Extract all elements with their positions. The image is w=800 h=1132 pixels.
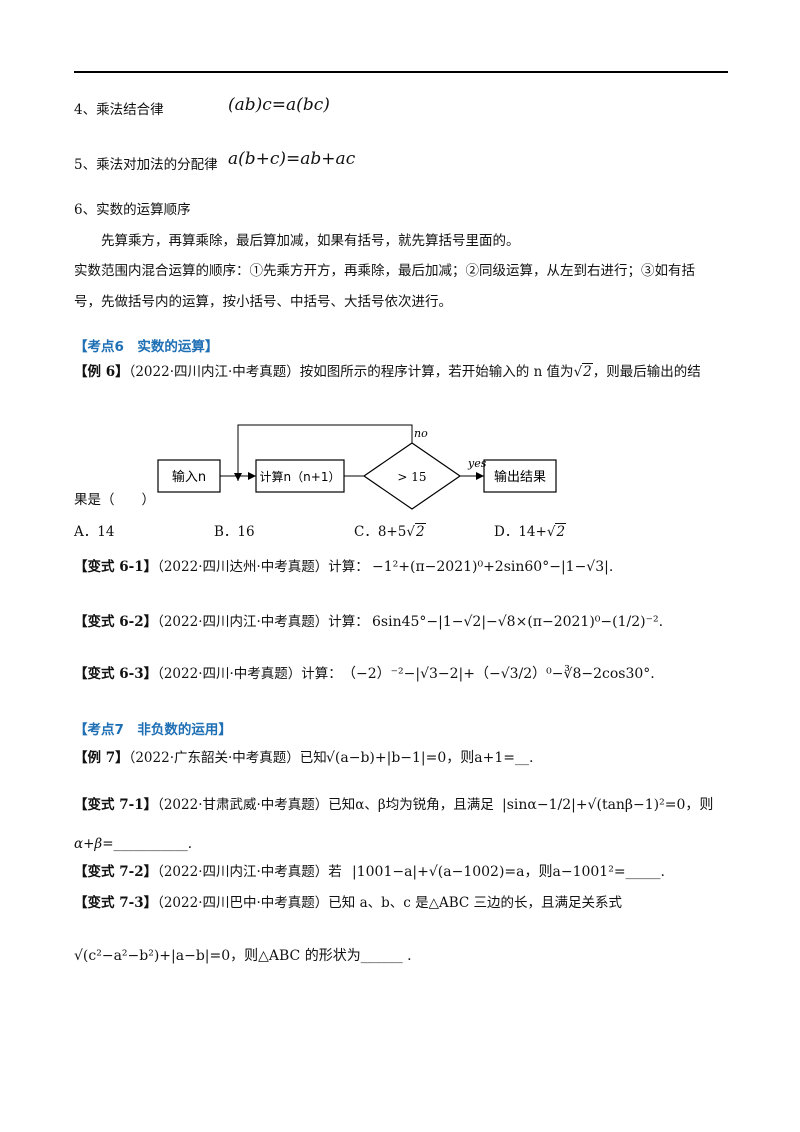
law-5-formula: a(b+c)=ab+ac (228, 149, 356, 169)
variant-7-2-source: （2022·四川内江·中考真题）若 (157, 864, 342, 880)
example-7-tag: 【例 7】 (74, 750, 129, 766)
example-6-tag: 【例 6】 (74, 364, 129, 380)
variant-6-2-tag: 【变式 6-2】 (74, 614, 158, 630)
order-line2: 实数范围内混合运算的顺序：①先乘方开方，再乘除，最后加减；②同级运算，从左到右进… (74, 263, 695, 279)
option-c: C．8+5√2 (354, 523, 426, 540)
variant-6-3: 【变式 6-3】（2022·四川·中考真题）计算： (74, 664, 342, 684)
flowchart-calc-label: 计算n（n+1） (260, 469, 341, 484)
variant-6-1-source: （2022·四川达州·中考真题）计算： (157, 559, 369, 575)
flowchart-condition-diamond: > 15 (362, 442, 462, 510)
example-6-sqrt: 2 (582, 363, 593, 380)
flowchart-input-box: 输入n (157, 459, 221, 493)
option-d: D．14+√2 (494, 523, 567, 540)
variant-7-3-source: （2022·四川巴中·中考真题）已知 a、b、c 是△ABC 三边的长，且满足关… (157, 895, 623, 911)
variant-7-2: 【变式 7-2】（2022·四川内江·中考真题）若 (74, 862, 342, 882)
option-a: A．14 (74, 524, 115, 540)
variant-7-2-expression: |1001−a|+√(a−1002)=a，则a−1001²=_____. (352, 864, 665, 880)
flowchart-yes-label: yes (467, 457, 487, 470)
flowchart-output-label: 输出结果 (494, 469, 546, 485)
example-7-expression: √(a−b)+|b−1|=0，则a+1=__. (326, 750, 534, 766)
variant-7-1: 【变式 7-1】（2022·甘肃武威·中考真题）已知α、β均为锐角，且满足 (74, 795, 494, 815)
variant-7-3-expression: √(c²−a²−b²)+|a−b|=0，则△ABC 的形状为______ . (74, 948, 412, 964)
order-title: 6、实数的运算顺序 (74, 202, 191, 218)
example-6-tail: ，则最后输出的结 (592, 364, 701, 380)
law-5-label: 5、乘法对加法的分配律 (74, 157, 218, 173)
flowchart-no-label: no (414, 427, 428, 440)
example-7: 【例 7】（2022·广东韶关·中考真题）已知 (74, 748, 327, 768)
example-6: 【例 6】（2022·四川内江·中考真题）按如图所示的程序计算，若开始输入的 n… (74, 363, 701, 380)
law-4-formula: (ab)c=a(bc) (228, 95, 330, 115)
example-6-tail2: 果是（ ） (74, 492, 155, 508)
variant-6-3-source: （2022·四川·中考真题）计算： (157, 666, 342, 682)
example-6-text: （2022·四川内江·中考真题）按如图所示的程序计算，若开始输入的 n 值为 (128, 364, 574, 380)
variant-6-3-expression: （−2）⁻²−|√3−2|+（−√3/2）⁰−∛8−2cos30°. (342, 666, 655, 682)
flowchart-condition-label: > 15 (397, 470, 426, 484)
law-4: 4、乘法结合律 (74, 100, 164, 120)
variant-7-2-tag: 【变式 7-2】 (74, 864, 158, 880)
variant-6-1-tag: 【变式 6-1】 (74, 559, 158, 575)
variant-6-2-source: （2022·四川内江·中考真题）计算： (157, 614, 369, 630)
variant-6-3-tag: 【变式 6-3】 (74, 666, 158, 682)
program-flowchart: 输入n 计算n（n+1） > 15 yes 输出结果 no (157, 424, 557, 510)
section-6-heading: 【考点6 实数的运算】 (74, 339, 219, 355)
example-7-source: （2022·广东韶关·中考真题）已知 (128, 750, 327, 766)
variant-6-2-expression: 6sin45°−|1−√2|−√8×(π−2021)⁰−(1/2)⁻². (372, 614, 664, 630)
flowchart-calc-box: 计算n（n+1） (255, 459, 345, 493)
variant-7-1-expression: |sinα−1/2|+√(tanβ−1)²=0，则 (502, 797, 714, 813)
variant-7-1-tag: 【变式 7-1】 (74, 797, 158, 813)
option-b: B．16 (214, 524, 255, 540)
variant-6-1-expression: −1²+(π−2021)⁰+2sin60°−|1−√3|. (372, 559, 614, 575)
variant-7-3-tag: 【变式 7-3】 (74, 895, 158, 911)
variant-7-3: 【变式 7-3】（2022·四川巴中·中考真题）已知 a、b、c 是△ABC 三… (74, 893, 622, 913)
variant-6-2: 【变式 6-2】（2022·四川内江·中考真题）计算： (74, 612, 369, 632)
variant-6-1: 【变式 6-1】（2022·四川达州·中考真题）计算： (74, 557, 369, 577)
top-rule (74, 71, 728, 73)
section-7-heading: 【考点7 非负数的运用】 (74, 722, 232, 738)
variant-7-1-answer: α+β=___________. (74, 836, 193, 852)
flowchart-input-label: 输入n (172, 469, 206, 485)
flowchart-output-box: 输出结果 (483, 459, 557, 493)
order-line3: 号，先做括号内的运算，按小括号、中括号、大括号依次进行。 (74, 294, 452, 310)
variant-7-1-source: （2022·甘肃武威·中考真题）已知α、β均为锐角，且满足 (157, 797, 494, 813)
law-4-label: 4、乘法结合律 (74, 102, 164, 118)
order-line1: 先算乘方，再算乘除，最后算加减，如果有括号，就先算括号里面的。 (101, 233, 520, 249)
law-5: 5、乘法对加法的分配律 (74, 155, 218, 175)
